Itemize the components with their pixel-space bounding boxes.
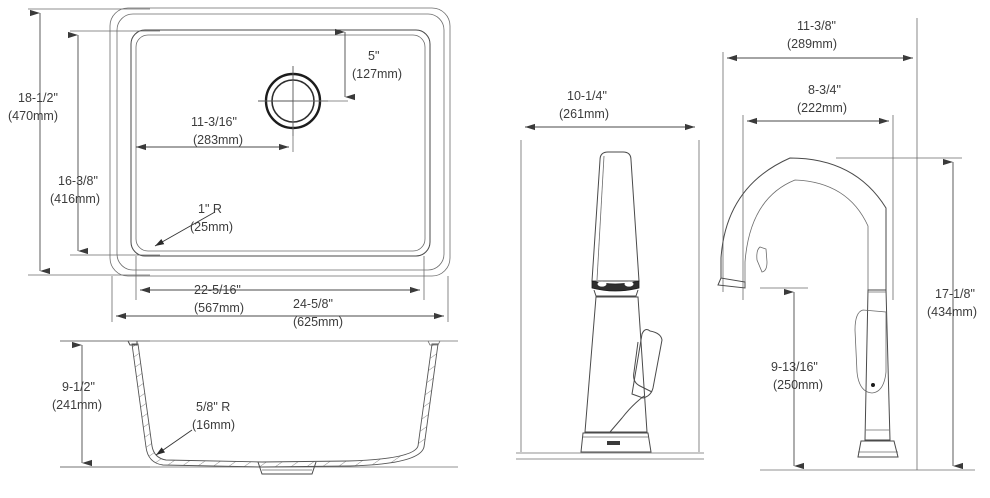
faucet-sprayer-port-right	[624, 281, 634, 287]
label-faucet-front-width-in: 10-1/4"	[567, 89, 607, 103]
label-corner-radius-mm: (25mm)	[190, 220, 233, 234]
faucet-base-plate-front	[580, 432, 652, 453]
label-faucet-front-width-mm: (261mm)	[559, 107, 609, 121]
label-drain-rear-mm: (127mm)	[352, 67, 402, 81]
section-bowl-wall-hatched	[131, 343, 439, 468]
faucet-front-view: 10-1/4" (261mm)	[516, 89, 704, 460]
faucet-column-side	[864, 289, 891, 441]
label-faucet-spout-height-mm: (250mm)	[773, 378, 823, 392]
label-sink-overall-height-mm: (470mm)	[8, 109, 58, 123]
label-drain-rear-in: 5"	[368, 49, 379, 63]
label-bowl-width-mm: (567mm)	[194, 301, 244, 315]
label-faucet-height-in: 17-1/8"	[935, 287, 975, 301]
section-drain-boss	[257, 461, 317, 475]
label-faucet-height-mm: (434mm)	[927, 305, 977, 319]
sink-bowl-opening-outline	[130, 29, 431, 257]
faucet-spout-nozzle	[717, 277, 746, 289]
label-bowl-width-in: 22-5/16"	[194, 283, 241, 297]
sink-section-view: 9-1/2" (241mm) 5/8" R (16mm)	[52, 340, 458, 475]
label-faucet-reach-mm: (289mm)	[787, 37, 837, 51]
label-drain-left-mm: (283mm)	[193, 133, 243, 147]
label-sink-bowl-height-mm: (416mm)	[50, 192, 100, 206]
faucet-sprayer-port-left	[597, 281, 607, 287]
faucet-spout-button	[756, 246, 768, 273]
label-faucet-reach-in: 11-3/8"	[797, 19, 836, 33]
label-bowl-depth-in: 9-1/2"	[62, 380, 95, 394]
faucet-gooseneck-inner	[744, 179, 869, 290]
label-drain-left-in: 11-3/16"	[191, 115, 237, 129]
label-corner-radius-in: 1" R	[198, 202, 222, 216]
faucet-column-front	[584, 296, 648, 433]
sink-bowl-inner-outline	[135, 34, 426, 252]
label-base-radius-in: 5/8" R	[196, 400, 230, 414]
label-overall-width-in: 24-5/8"	[293, 297, 333, 311]
faucet-handle-lever	[631, 329, 663, 399]
label-faucet-spout-reach-mm: (222mm)	[797, 101, 847, 115]
section-right-rim-lip	[427, 340, 441, 346]
label-sink-bowl-height-in: 16-3/8"	[58, 174, 98, 188]
sink-top-view: 18-1/2" (470mm) 16-3/8" (416mm) 5" (127m…	[8, 7, 451, 329]
faucet-side-handle	[854, 309, 887, 394]
label-faucet-spout-height-in: 9-13/16"	[771, 360, 818, 374]
faucet-collar-base	[593, 289, 639, 297]
faucet-brand-badge	[607, 441, 620, 445]
leader-line-corner-radius	[154, 211, 216, 247]
label-overall-width-mm: (625mm)	[293, 315, 343, 329]
faucet-handle-arm	[633, 341, 653, 393]
faucet-gooseneck-outer	[720, 157, 887, 290]
faucet-handle-stem	[609, 395, 645, 433]
label-faucet-spout-reach-in: 8-3/4"	[808, 83, 841, 97]
label-sink-overall-height-in: 18-1/2"	[18, 91, 58, 105]
faucet-side-view: 11-3/8" (289mm) 8-3/4" (222mm) 17-1/8" (…	[717, 18, 977, 471]
leader-line-base-radius	[155, 429, 193, 456]
faucet-sprayer-head	[591, 151, 640, 282]
sink-rim-inner-outline	[116, 13, 445, 271]
label-base-radius-mm: (16mm)	[192, 418, 235, 432]
faucet-base-plate-side	[857, 440, 899, 458]
faucet-handle-pin	[871, 383, 875, 387]
faucet-sprayer-head-highlight	[596, 155, 605, 281]
sink-outer-rim-outline	[109, 7, 451, 277]
label-bowl-depth-mm: (241mm)	[52, 398, 102, 412]
